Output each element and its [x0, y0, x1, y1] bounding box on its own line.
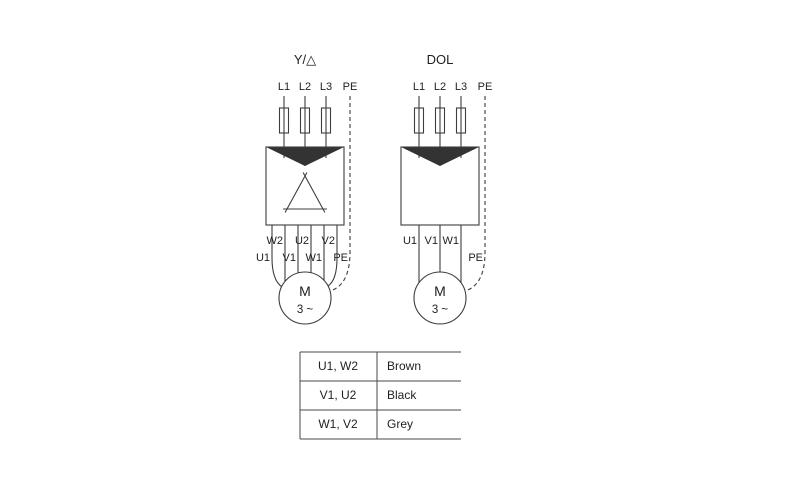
- pe-earth-line: [329, 96, 351, 292]
- fuse-icon: [455, 107, 467, 134]
- winding-label-u2: U2: [295, 235, 309, 247]
- motor-label: M: [299, 283, 311, 299]
- table-cell-color: Brown: [387, 359, 421, 373]
- motor-lead-u1: [271, 225, 283, 288]
- delta-symbol-icon: [283, 172, 327, 213]
- fuse-icon: [299, 107, 311, 134]
- cable-wedge-icon: [266, 147, 344, 166]
- terminal-label-l3: L3: [455, 81, 467, 93]
- winding-label-w1: W1: [443, 235, 460, 247]
- fuse-icon: [413, 107, 425, 134]
- table-cell-color: Grey: [387, 417, 413, 431]
- table-cell-color: Black: [387, 388, 417, 402]
- terminal-label-l2: L2: [299, 81, 311, 93]
- dol-diagram: DOL L1 L2 L3 PE U1 V1 W1 PE M 3 ~: [400, 52, 493, 325]
- table-cell-terminals: V1, U2: [320, 388, 357, 402]
- terminal-label-l3: L3: [320, 81, 332, 93]
- star-delta-title: Y/△: [294, 52, 316, 67]
- pe-top-label: PE: [478, 81, 493, 93]
- table-cell-terminals: U1, W2: [318, 359, 358, 373]
- table-row: W1, V2 Grey: [318, 417, 413, 431]
- winding-label-w2: W2: [267, 235, 284, 247]
- winding-label-w1: W1: [306, 252, 323, 264]
- terminal-label-l2: L2: [434, 81, 446, 93]
- motor-circle: [278, 271, 332, 325]
- terminal-box: [265, 146, 345, 226]
- wire-color-table: U1, W2 Brown V1, U2 Black W1, V2 Grey: [299, 351, 461, 440]
- winding-label-u1: U1: [403, 235, 417, 247]
- winding-label-u1: U1: [256, 252, 270, 264]
- pe-earth-line: [464, 96, 486, 292]
- dol-title: DOL: [427, 52, 454, 67]
- cable-wedge-icon: [401, 147, 479, 166]
- winding-label-v1: V1: [425, 235, 438, 247]
- pe-bottom-label: PE: [468, 252, 483, 264]
- table-row: U1, W2 Brown: [318, 359, 421, 373]
- motor-label: M: [434, 283, 446, 299]
- fuse-icon: [278, 107, 290, 134]
- terminal-label-l1: L1: [413, 81, 425, 93]
- table-cell-terminals: W1, V2: [318, 417, 358, 431]
- fuse-icon: [434, 107, 446, 134]
- fuse-icon: [320, 107, 332, 134]
- winding-label-v1: V1: [283, 252, 296, 264]
- table-row: V1, U2 Black: [320, 388, 418, 402]
- pe-top-label: PE: [343, 81, 358, 93]
- motor-phase-label: 3 ~: [297, 304, 314, 316]
- pe-bottom-label: PE: [333, 252, 348, 264]
- motor-circle: [413, 271, 467, 325]
- motor-phase-label: 3 ~: [432, 304, 449, 316]
- motor-lead-v2: [327, 225, 338, 287]
- winding-label-v2: V2: [322, 235, 335, 247]
- terminal-label-l1: L1: [278, 81, 290, 93]
- star-delta-diagram: Y/△ L1 L2 L3 PE W2 U2: [256, 52, 358, 325]
